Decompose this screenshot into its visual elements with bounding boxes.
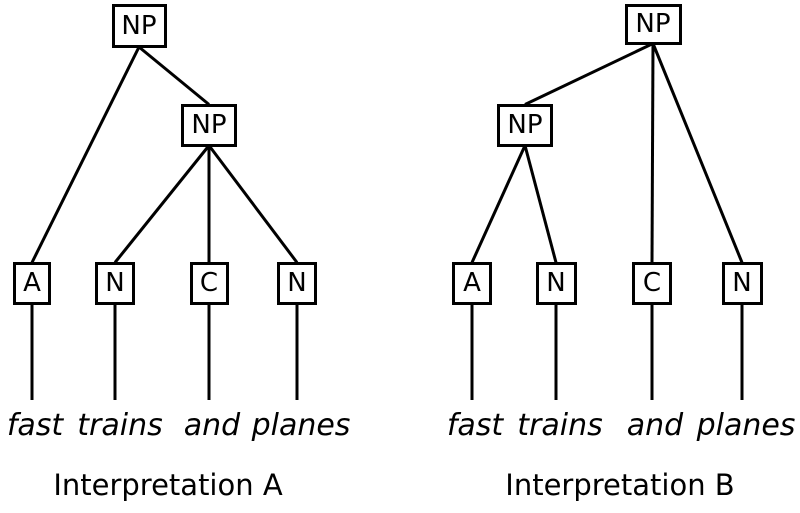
terminal-word-tree-b-fast: fast bbox=[446, 408, 504, 443]
terminal-word-tree-a-planes: planes bbox=[251, 408, 351, 443]
terminal-word-tree-b-and: and bbox=[626, 408, 684, 443]
caption-tree-b: Interpretation B bbox=[505, 468, 735, 502]
terminal-word-tree-b-planes: planes bbox=[696, 408, 796, 443]
edge-tree-a-np_root-np_inner bbox=[138, 45, 210, 106]
edge-tree-b-np_root-np_inner bbox=[524, 42, 654, 106]
tree-node-tree-a-np_inner: NP bbox=[181, 103, 237, 147]
edge-tree-a-np_inner-n1 bbox=[113, 144, 211, 264]
tree-node-tree-a-n2: N bbox=[277, 261, 317, 305]
caption-tree-a: Interpretation A bbox=[53, 468, 283, 502]
edge-tree-b-np_inner-a1 bbox=[470, 144, 527, 264]
tree-node-tree-b-c1: C bbox=[632, 261, 672, 305]
tree-node-tree-b-n2: N bbox=[721, 261, 763, 305]
terminal-word-tree-a-fast: fast bbox=[6, 408, 64, 443]
edge-tree-b-np_root-n2 bbox=[651, 42, 744, 264]
edge-tree-a-np_inner-n2 bbox=[207, 144, 299, 264]
edge-tree-b-np_inner-n1 bbox=[523, 145, 558, 263]
edge-tree-b-np_root-c1 bbox=[650, 43, 655, 263]
tree-node-tree-a-c1: C bbox=[189, 261, 229, 305]
tree-node-tree-a-n1: N bbox=[95, 261, 135, 305]
tree-node-tree-a-np_root: NP bbox=[111, 4, 167, 48]
tree-node-tree-b-np_root: NP bbox=[624, 3, 682, 45]
terminal-word-tree-a-and: and bbox=[183, 408, 241, 443]
edge-tree-a-np_root-a1 bbox=[30, 46, 141, 264]
tree-node-tree-b-a1: A bbox=[452, 261, 492, 305]
tree-node-tree-b-np_inner: NP bbox=[497, 103, 553, 147]
terminal-word-tree-b-trains: trains bbox=[517, 408, 603, 443]
terminal-word-tree-a-trains: trains bbox=[77, 408, 163, 443]
tree-node-tree-b-n1: N bbox=[535, 261, 577, 305]
tree-node-tree-a-a1: A bbox=[13, 261, 51, 305]
